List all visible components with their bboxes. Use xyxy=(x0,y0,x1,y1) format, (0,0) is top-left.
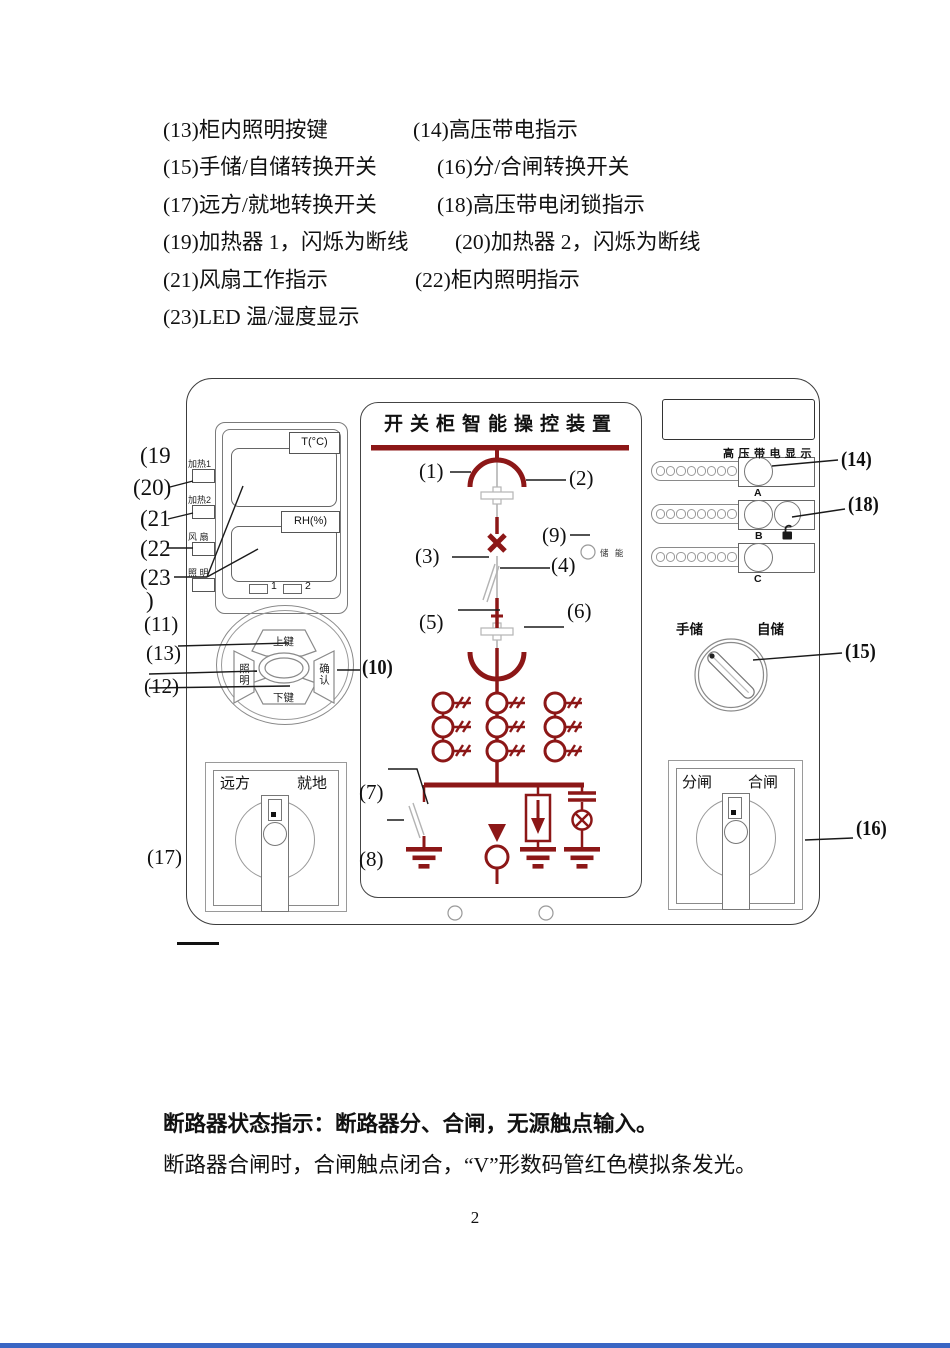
light-led xyxy=(192,578,215,592)
device-frame xyxy=(186,378,820,925)
keypad-ring-outer xyxy=(216,605,354,725)
page-number: 2 xyxy=(470,1208,480,1227)
hv-lamp-c xyxy=(744,543,773,572)
callout-10: (10) xyxy=(362,655,393,679)
footer-bold-text: 断路器状态指示：断路器分、合闸，无源触点输入。 xyxy=(163,1112,658,1136)
callout-11: (11) xyxy=(144,612,179,636)
channel1-led xyxy=(249,584,268,594)
legend-item-16: (16)分/合闸转换开关 xyxy=(437,155,630,180)
hv-lamp-a xyxy=(744,457,773,486)
callout-15: (15) xyxy=(845,639,876,663)
callout-22: (22 xyxy=(140,536,171,561)
callout-5: (5) xyxy=(419,610,444,634)
phase-b-label: B xyxy=(755,530,763,542)
footnote-rule xyxy=(177,942,219,945)
callout-19: (19 xyxy=(140,443,171,468)
close-label: 合闸 xyxy=(748,775,779,791)
legend-item-23: (23)LED 温/湿度显示 xyxy=(163,304,360,329)
phase-c-label: C xyxy=(754,573,762,585)
callout-16: (16) xyxy=(856,816,887,840)
legend-item-13: (13)柜内照明按键 xyxy=(163,118,328,142)
legend-row: (13)柜内照明按键 (14)高压带电指示 xyxy=(163,112,803,149)
callout-18: (18) xyxy=(848,492,879,516)
open-close-pointer-dot xyxy=(731,810,736,815)
manual-charge-label: 手储 xyxy=(676,622,703,637)
auto-charge-label: 自储 xyxy=(757,622,784,637)
callout-14: (14) xyxy=(841,447,872,471)
heater2-led xyxy=(192,505,215,519)
nameplate-blank xyxy=(662,399,815,440)
footer-normal-text: 断路器合闸时，合闸触点闭合，“V”形数码管红色模拟条发光。 xyxy=(163,1153,757,1177)
panel-title: 开关柜智能操控装置 xyxy=(383,414,618,435)
legend-item-15: (15)手储/自储转换开关 xyxy=(163,155,377,180)
callout-6: (6) xyxy=(567,599,592,623)
callout-9: (9) xyxy=(542,523,567,547)
indicator-label-fan: 风 扇 xyxy=(188,532,209,542)
legend-row: (15)手储/自储转换开关 (16)分/合闸转换开关 xyxy=(163,149,803,186)
callout-8: (8) xyxy=(359,847,384,871)
light-key-button[interactable]: 照明 xyxy=(238,663,250,686)
down-key-button[interactable]: 下键 xyxy=(273,692,294,704)
window-edge-bar xyxy=(0,1343,950,1348)
open-label: 分闸 xyxy=(682,775,713,791)
legend-item-18: (18)高压带电闭锁指示 xyxy=(437,192,645,217)
legend-item-22: (22)柜内照明指示 xyxy=(415,267,580,292)
humidity-unit-tab: RH(%) xyxy=(281,511,340,533)
phase-a-label: A xyxy=(754,487,762,499)
legend-row: (23)LED 温/湿度显示 xyxy=(163,299,803,336)
heater1-led xyxy=(192,469,215,483)
legend-row: (17)远方/就地转换开关 (18)高压带电闭锁指示 xyxy=(163,187,803,224)
callout-23-close: ) xyxy=(146,588,154,613)
legend-item-14: (14)高压带电指示 xyxy=(413,118,578,142)
legend-item-20: (20)加热器 2，闪烁为断线 xyxy=(455,230,701,255)
hv-lock-lamp xyxy=(774,501,801,528)
temp-display xyxy=(231,448,337,507)
callout-4: (4) xyxy=(551,553,576,577)
indicator-label-light: 照 明 xyxy=(188,568,209,578)
legend-item-17: (17)远方/就地转换开关 xyxy=(163,192,377,217)
channel2-label: 2 xyxy=(305,580,311,592)
callout-20: (20) xyxy=(133,475,172,500)
legend-list: (13)柜内照明按键 (14)高压带电指示 (15)手储/自储转换开关 (16)分/… xyxy=(163,112,803,336)
indicator-label-heater1: 加热1 xyxy=(188,459,212,469)
hv-lamp-b xyxy=(744,500,773,529)
callout-2: (2) xyxy=(569,466,594,490)
channel1-label: 1 xyxy=(271,580,277,592)
open-close-window xyxy=(728,797,742,819)
hv-display-title: 高压带电显示 xyxy=(723,448,816,460)
legend-row: (19)加热器 1，闪烁为断线 (20)加热器 2，闪烁为断线 xyxy=(163,224,803,261)
legend-row: (21)风扇工作指示 (22)柜内照明指示 xyxy=(163,262,803,299)
remote-local-pointer-dot xyxy=(271,812,276,817)
confirm-key-button[interactable]: 确认 xyxy=(318,663,330,686)
humidity-display xyxy=(231,526,337,582)
legend-item-19: (19)加热器 1，闪烁为断线 xyxy=(163,230,409,255)
local-label: 就地 xyxy=(297,776,328,792)
remote-local-hub xyxy=(263,822,287,846)
channel2-led xyxy=(283,584,302,594)
keypad-ring-inner xyxy=(221,610,349,720)
callout-3: (3) xyxy=(415,544,440,568)
callout-12: (12) xyxy=(144,674,179,698)
indicator-label-heater2: 加热2 xyxy=(188,495,212,505)
callout-21: (21 xyxy=(140,506,171,531)
temp-unit-tab: T(°C) xyxy=(289,432,340,454)
up-key-button[interactable]: 上键 xyxy=(273,636,294,648)
mimic-panel xyxy=(360,402,642,898)
callout-13: (13) xyxy=(146,641,181,665)
remote-local-window xyxy=(268,799,282,821)
callout-1: (1) xyxy=(419,459,444,483)
remote-label: 远方 xyxy=(220,776,251,792)
callout-23: (23 xyxy=(140,565,171,590)
open-close-hub xyxy=(724,820,748,844)
energy-storage-led-label: 储 能 xyxy=(600,548,626,558)
callout-7: (7) xyxy=(359,780,384,804)
legend-item-21: (21)风扇工作指示 xyxy=(163,267,328,292)
fan-led xyxy=(192,542,215,556)
callout-17: (17) xyxy=(147,845,182,869)
